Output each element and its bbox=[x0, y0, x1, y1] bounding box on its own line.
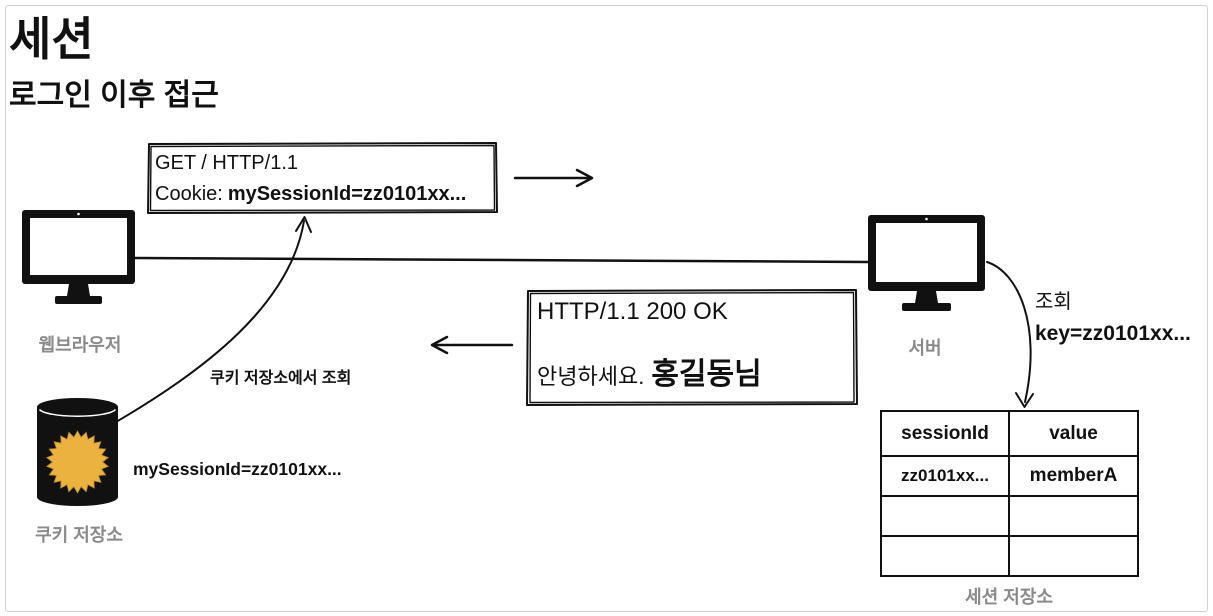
table-cell bbox=[1008, 495, 1139, 537]
starburst-icon bbox=[45, 430, 110, 494]
cookie-lookup-label: 쿠키 저장소에서 조회 bbox=[210, 370, 352, 387]
page-title: 세션 bbox=[9, 13, 94, 65]
column-header-value: value bbox=[1008, 410, 1139, 457]
table-cell bbox=[880, 535, 1010, 577]
page-subtitle: 로그인 이후 접근 bbox=[9, 79, 219, 112]
response-body: 안녕하세요. 홍길동님 bbox=[537, 360, 762, 390]
table-row: zz0101xx... memberA bbox=[880, 455, 1139, 497]
session-lookup-key: key=zz0101xx... bbox=[1035, 322, 1191, 345]
response-status-line: HTTP/1.1 200 OK bbox=[537, 298, 728, 325]
connection-line bbox=[133, 256, 870, 264]
response-arrow bbox=[430, 335, 514, 355]
server-label: 서버 bbox=[908, 338, 942, 358]
stored-cookie-entry: mySessionId=zz0101xx... bbox=[133, 459, 342, 479]
table-cell bbox=[1008, 535, 1139, 577]
request-arrow bbox=[513, 168, 594, 188]
table-header-row: sessionId value bbox=[880, 410, 1139, 457]
database-icon bbox=[37, 398, 118, 506]
request-box bbox=[147, 142, 498, 214]
server-monitor-icon bbox=[868, 215, 985, 311]
table-cell: zz0101xx... bbox=[880, 455, 1010, 497]
cookie-lookup-arrow bbox=[115, 216, 312, 423]
cookie-store-label: 쿠키 저장소 bbox=[35, 525, 123, 545]
request-cookie-value: mySessionId=zz0101xx... bbox=[227, 183, 467, 205]
table-cell: memberA bbox=[1008, 455, 1139, 497]
table-row bbox=[880, 495, 1139, 537]
request-cookie-line: Cookie:mySessionId=zz0101xx... bbox=[155, 184, 466, 204]
slide-frame bbox=[5, 5, 1208, 612]
response-box bbox=[526, 289, 858, 406]
browser-label: 웹브라우저 bbox=[38, 335, 122, 355]
session-table: sessionId value zz0101xx... memberA bbox=[880, 410, 1139, 577]
column-header-session-id: sessionId bbox=[880, 410, 1010, 457]
browser-monitor-icon bbox=[22, 210, 135, 304]
table-row bbox=[880, 535, 1139, 577]
table-cell bbox=[880, 495, 1010, 537]
response-greeting: 안녕하세요. bbox=[537, 364, 645, 389]
request-method-line: GET / HTTP/1.1 bbox=[155, 152, 298, 174]
response-user-name: 홍길동님 bbox=[651, 358, 762, 391]
request-cookie-label: Cookie: bbox=[155, 183, 223, 205]
session-lookup-action: 조회 bbox=[1035, 291, 1072, 313]
session-store-label: 세션 저장소 bbox=[965, 587, 1053, 607]
session-lookup-arrow bbox=[986, 261, 1034, 408]
